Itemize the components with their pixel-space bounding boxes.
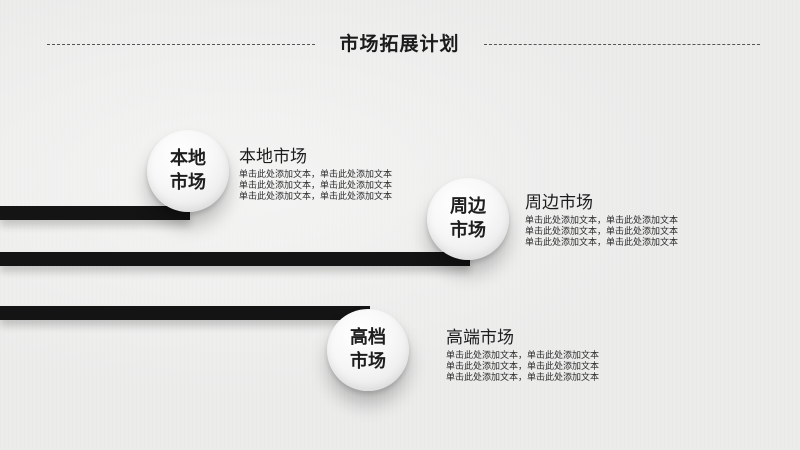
surrounding-market-heading: 周边市场 bbox=[525, 193, 593, 213]
slide-title: 市场拓展计划 bbox=[339, 33, 460, 55]
local-market-line-2: 单击此处添加文本，单击此处添加文本 bbox=[239, 181, 393, 191]
premium-market-text: 高端市场 单击此处添加文本，单击此处添加文本 单击此处添加文本，单击此处添加文本… bbox=[446, 327, 599, 384]
surrounding-market-circle-label: 周边市场 bbox=[450, 196, 486, 241]
premium-market-heading: 高端市场 bbox=[446, 328, 514, 348]
surrounding-market-line-2: 单击此处添加文本，单击此处添加文本 bbox=[525, 227, 679, 237]
premium-market-line-1: 单击此处添加文本，单击此处添加文本 bbox=[446, 351, 600, 361]
local-market-heading: 本地市场 bbox=[239, 147, 307, 167]
local-market-text: 本地市场 单击此处添加文本，单击此处添加文本 单击此处添加文本，单击此处添加文本… bbox=[239, 146, 392, 203]
premium-market-line-2: 单击此处添加文本，单击此处添加文本 bbox=[446, 362, 600, 372]
title-divider-right bbox=[484, 44, 760, 45]
premium-market-circle: 高档市场 bbox=[327, 309, 409, 391]
premium-market-line-3: 单击此处添加文本，单击此处添加文本 bbox=[446, 373, 600, 383]
premium-market-circle-label: 高档市场 bbox=[350, 327, 386, 372]
timeline-bar-premium bbox=[0, 306, 370, 320]
timeline-bar-surrounding bbox=[0, 252, 470, 266]
local-market-circle-label: 本地市场 bbox=[170, 148, 206, 193]
local-market-circle: 本地市场 bbox=[147, 130, 229, 212]
surrounding-market-circle: 周边市场 bbox=[427, 178, 509, 260]
title-divider-left bbox=[47, 44, 315, 45]
local-market-line-1: 单击此处添加文本，单击此处添加文本 bbox=[239, 170, 393, 180]
local-market-line-3: 单击此处添加文本，单击此处添加文本 bbox=[239, 192, 393, 202]
surrounding-market-text: 周边市场 单击此处添加文本，单击此处添加文本 单击此处添加文本，单击此处添加文本… bbox=[525, 192, 678, 249]
surrounding-market-line-1: 单击此处添加文本，单击此处添加文本 bbox=[525, 216, 679, 226]
timeline-bar-local bbox=[0, 206, 190, 220]
surrounding-market-line-3: 单击此处添加文本，单击此处添加文本 bbox=[525, 238, 679, 248]
